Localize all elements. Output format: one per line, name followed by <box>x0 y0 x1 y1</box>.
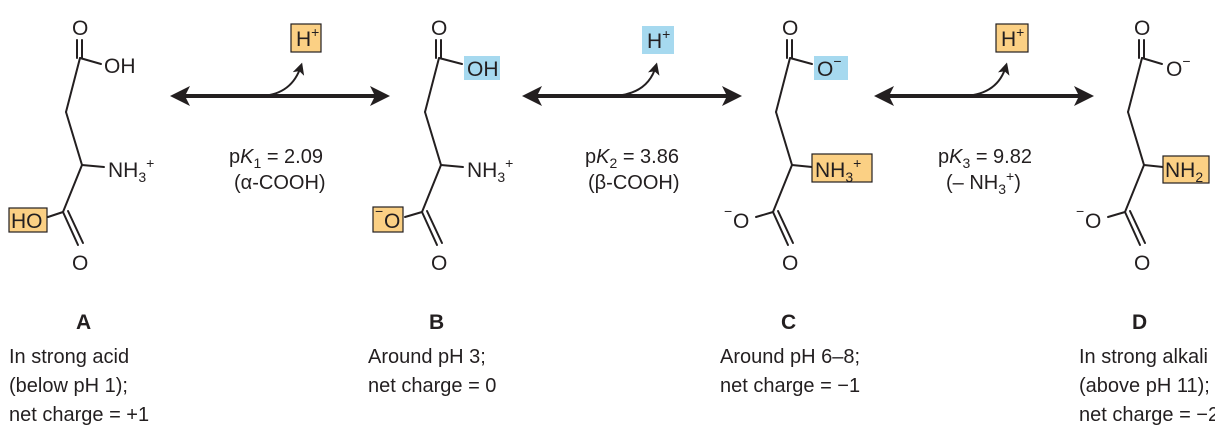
pk-value: pK1 = 2.09 <box>229 146 323 171</box>
amine-label: NH3+ <box>108 155 154 185</box>
ionizing-group: (α-COOH) <box>234 172 326 194</box>
caption-line: net charge = 0 <box>368 375 496 397</box>
amine-label: NH2 <box>1165 159 1203 185</box>
atom-o: O <box>782 17 798 40</box>
atom-o: O <box>1085 210 1101 233</box>
proton-highlight-box <box>290 23 322 53</box>
structure-letter: C <box>781 311 796 334</box>
carboxylate-label: O− <box>1166 53 1191 81</box>
atom-o: O <box>384 210 400 233</box>
caption-b: Around pH 3; net charge = 0 <box>368 346 496 397</box>
caption-a: In strong acid (below pH 1); net charge … <box>9 346 149 426</box>
atom-o: O <box>72 252 88 275</box>
caption-line: net charge = +1 <box>9 404 149 426</box>
structure-b-bonds <box>404 39 464 246</box>
proton-label: H+ <box>647 26 670 53</box>
pk-value: pK3 = 9.82 <box>938 146 1032 171</box>
ionizing-group: (β-COOH) <box>588 172 679 194</box>
atom-ho: HO <box>11 210 43 233</box>
amine-label: NH3+ <box>815 155 861 185</box>
proton-highlight-box <box>995 23 1029 53</box>
negative-charge: − <box>724 203 732 219</box>
equilibrium-3: H+ pK3 = 9.82 (– NH3+) <box>874 23 1094 197</box>
proton-highlight-box <box>642 26 674 54</box>
ho-highlight-box <box>8 207 48 233</box>
atom-o: O <box>431 252 447 275</box>
caption-line: Around pH 6–8; <box>720 346 860 368</box>
atom-o: O <box>733 210 749 233</box>
proton-release-arrow <box>964 62 1010 97</box>
structure-b: O OH NH3+ − O O <box>372 17 513 275</box>
proton-label: H+ <box>1001 24 1024 51</box>
atom-oh: OH <box>467 58 499 81</box>
structure-letter: B <box>429 311 444 334</box>
caption-line: Around pH 3; <box>368 346 486 368</box>
equilibrium-1: H+ pK1 = 2.09 (α-COOH) <box>170 23 390 194</box>
proton-release-arrow <box>613 62 660 97</box>
caption-line: In strong acid <box>9 346 129 368</box>
structure-d-bonds <box>1107 39 1164 246</box>
o-minus-highlight-box <box>814 56 848 80</box>
negative-charge: − <box>1076 203 1084 219</box>
structure-a-bonds <box>47 39 105 246</box>
atom-o: O <box>72 17 88 40</box>
pk-value: pK2 = 3.86 <box>585 146 679 171</box>
caption-line: net charge = −1 <box>720 375 860 397</box>
proton-release-arrow <box>261 62 305 97</box>
atom-o: O <box>782 252 798 275</box>
structure-a: O OH NH3+ HO O <box>8 17 154 275</box>
atom-o: O <box>1134 252 1150 275</box>
structure-c: O O− NH3+ − O O <box>724 17 873 275</box>
caption-line: (below pH 1); <box>9 375 128 397</box>
proton-label: H+ <box>296 24 319 51</box>
caption-line: (above pH 11); <box>1079 375 1210 397</box>
caption-c: Around pH 6–8; net charge = −1 <box>720 346 860 397</box>
structure-d: O O− NH2 − O O <box>1076 17 1210 275</box>
o-minus-highlight-box <box>372 206 404 233</box>
atom-o: O <box>1134 17 1150 40</box>
amine-highlight-box <box>1162 155 1210 184</box>
structure-letter: A <box>76 311 91 334</box>
negative-charge: − <box>375 203 383 219</box>
ionizing-group: (– NH3+) <box>946 168 1021 197</box>
atom-oh: OH <box>104 55 136 78</box>
amine-highlight-box <box>811 153 873 183</box>
atom-o: O <box>431 17 447 40</box>
caption-line: In strong alkali <box>1079 346 1208 368</box>
caption-d: In strong alkali (above pH 11); net char… <box>1079 346 1215 426</box>
carboxylate-label: O− <box>817 53 842 81</box>
equilibrium-2: H+ pK2 = 3.86 (β-COOH) <box>522 26 742 194</box>
amine-label: NH3+ <box>467 155 513 185</box>
oh-highlight-box <box>464 56 500 80</box>
structure-c-bonds <box>755 39 813 246</box>
caption-line: net charge = −2 <box>1079 404 1215 426</box>
structure-letter: D <box>1132 311 1147 334</box>
